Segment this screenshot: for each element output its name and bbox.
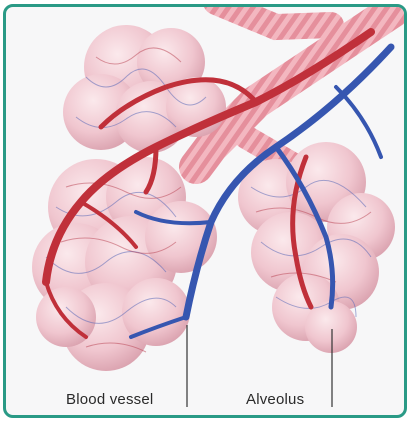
alveoli-cluster-left [32, 157, 217, 371]
alveoli-cluster-right [238, 142, 395, 353]
alveoli-cluster-upper [63, 25, 226, 153]
alveolus-label: Alveolus [246, 391, 304, 408]
alveoli-illustration [6, 7, 407, 418]
illustration-frame: Blood vessel Alveolus [3, 4, 407, 418]
blood-vessel-label: Blood vessel [66, 391, 153, 408]
